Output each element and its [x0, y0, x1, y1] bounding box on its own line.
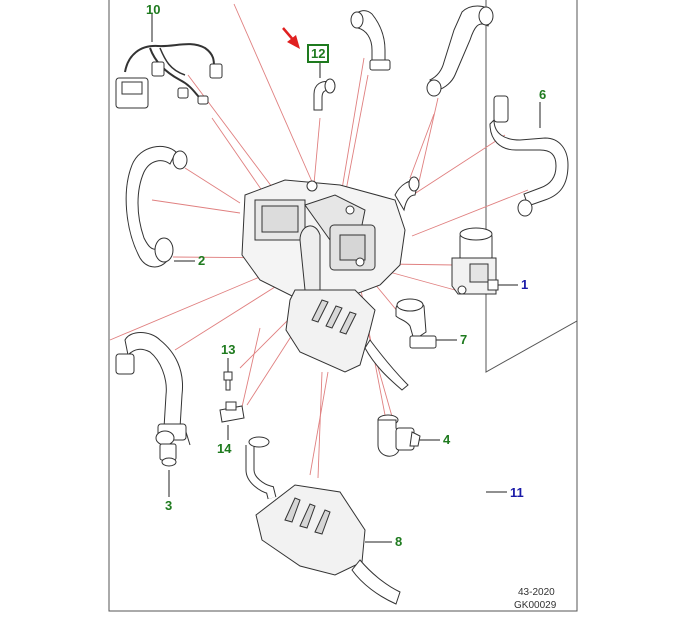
- callout-1: 1: [521, 277, 529, 292]
- callout-3: 3: [165, 498, 173, 513]
- part-14-clip: [219, 401, 245, 423]
- part-2-hose: [125, 145, 188, 268]
- part-3-hose: [115, 332, 191, 467]
- callout-8: 8: [395, 534, 403, 549]
- callout-12: 12: [307, 44, 330, 63]
- upper-coolant-hose: [350, 10, 391, 71]
- callout-4: 4: [443, 432, 451, 447]
- callout-7: 7: [460, 332, 468, 347]
- heater-unit-assembly: [241, 176, 420, 301]
- pointer-arrow: [282, 27, 300, 49]
- callout-13: 13: [221, 342, 236, 357]
- part-13-bolt: [223, 371, 233, 391]
- part-1-circulation-pump: [451, 227, 499, 295]
- callout-6: 6: [539, 87, 547, 102]
- outlet-coolant-hose: [426, 5, 494, 97]
- mounting-bracket: [285, 289, 409, 391]
- callout-10: 10: [146, 2, 161, 17]
- part-10-wiring-harness: [115, 43, 223, 109]
- callout-2: 2: [198, 253, 206, 268]
- part-4-elbow: [377, 414, 421, 457]
- diagram-frame: [108, 0, 578, 612]
- footer-date-code: 43-2020: [518, 587, 555, 598]
- callout-11: 11: [510, 485, 524, 500]
- part-8-tank-assembly: [245, 436, 401, 605]
- part-6-hose: [489, 95, 569, 217]
- part-12-elbow-fitting: [313, 78, 336, 111]
- part-7-elbow: [395, 298, 437, 349]
- footer-figure-id: GK00029: [514, 600, 557, 611]
- callout-14: 14: [217, 441, 232, 456]
